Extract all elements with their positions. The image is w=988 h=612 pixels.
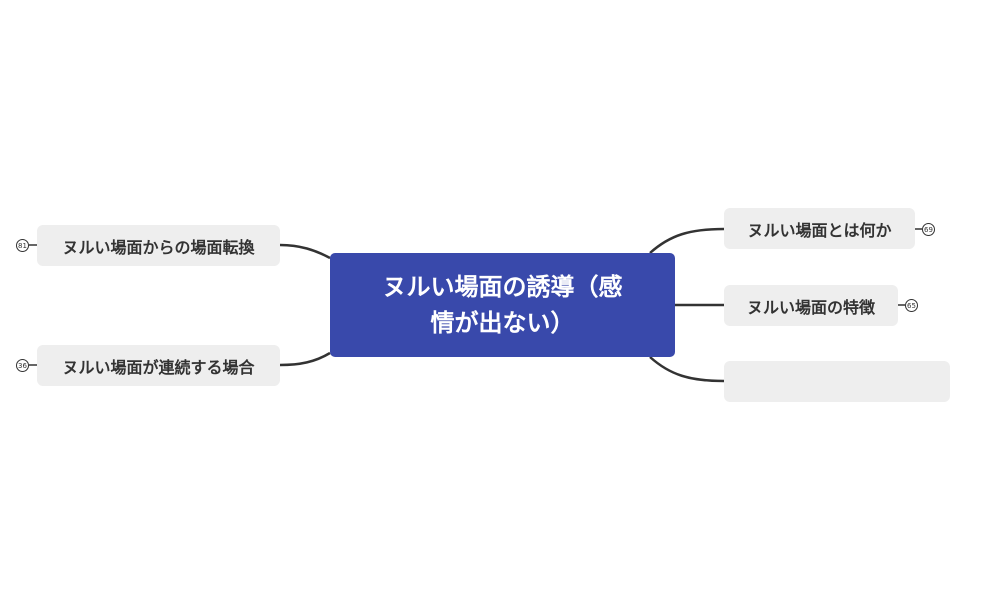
collapsed-count-badge[interactable]: 69 bbox=[922, 223, 935, 236]
central-topic[interactable]: ヌルい場面の誘導（感 情が出ない） bbox=[330, 253, 675, 357]
topic-label: ヌルい場面とは何か bbox=[747, 220, 892, 240]
topic-what-is[interactable]: ヌルい場面とは何か bbox=[724, 208, 915, 249]
topic-characteristics[interactable]: ヌルい場面の特徴 bbox=[724, 285, 898, 326]
central-topic-line1: ヌルい場面の誘導（感 bbox=[382, 273, 623, 301]
topic-label: ヌルい場面からの場面転換 bbox=[62, 237, 255, 257]
topic-consecutive-scenes[interactable]: ヌルい場面が連続する場合 bbox=[37, 345, 280, 386]
central-topic-text: ヌルい場面の誘導（感 情が出ない） bbox=[383, 269, 623, 341]
topic-scene-transition[interactable]: ヌルい場面からの場面転換 bbox=[37, 225, 280, 266]
central-topic-line2: 情が出ない） bbox=[430, 309, 575, 337]
topic-label: ヌルい場面の特徴 bbox=[746, 297, 875, 317]
badge-count: 36 bbox=[18, 361, 27, 370]
topic-empty[interactable] bbox=[724, 361, 950, 402]
collapsed-count-badge[interactable]: 81 bbox=[16, 239, 29, 252]
badge-count: 81 bbox=[18, 241, 27, 250]
badge-count: 65 bbox=[907, 301, 916, 310]
badge-count: 69 bbox=[924, 225, 933, 234]
collapsed-count-badge[interactable]: 65 bbox=[905, 299, 918, 312]
collapsed-count-badge[interactable]: 36 bbox=[16, 359, 29, 372]
topic-label: ヌルい場面が連続する場合 bbox=[62, 357, 255, 377]
